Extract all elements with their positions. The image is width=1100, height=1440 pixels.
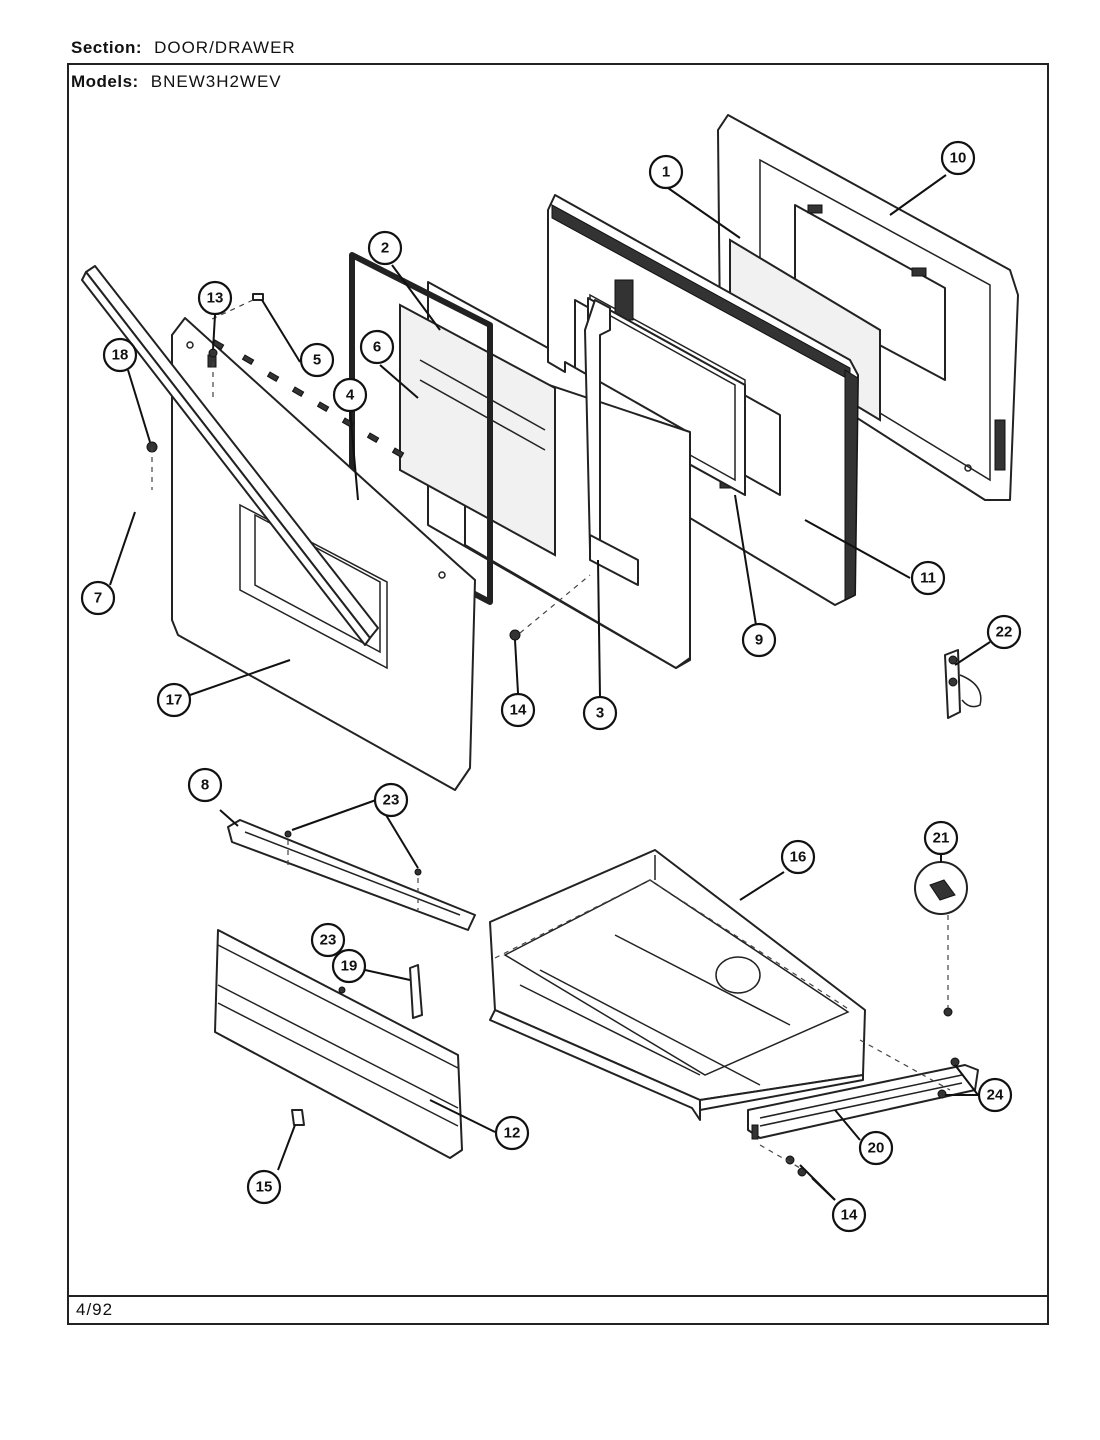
svg-text:17: 17 bbox=[166, 692, 183, 709]
section-heading: Section: DOOR/DRAWER bbox=[71, 38, 296, 58]
callout-17: 17 bbox=[156, 682, 192, 718]
callout-15: 15 bbox=[246, 1169, 282, 1205]
svg-text:3: 3 bbox=[596, 705, 604, 722]
svg-text:21: 21 bbox=[933, 830, 950, 847]
svg-text:23: 23 bbox=[320, 932, 337, 949]
svg-text:15: 15 bbox=[256, 1179, 273, 1196]
svg-text:23: 23 bbox=[383, 792, 400, 809]
upper-fasteners bbox=[146, 293, 591, 641]
callout-6: 6 bbox=[359, 329, 395, 365]
drawer-top-bracket bbox=[227, 819, 476, 931]
outer-glass bbox=[399, 303, 556, 557]
revision-date: 4/92 bbox=[76, 1300, 114, 1319]
callout-16: 16 bbox=[780, 839, 816, 875]
svg-text:1: 1 bbox=[662, 164, 670, 181]
callout-12: 12 bbox=[494, 1115, 530, 1151]
svg-text:24: 24 bbox=[987, 1087, 1004, 1104]
svg-text:16: 16 bbox=[790, 849, 807, 866]
svg-text:4: 4 bbox=[346, 387, 355, 404]
section-value: DOOR/DRAWER bbox=[154, 38, 296, 57]
outer-door-panel bbox=[171, 317, 476, 791]
callout-3: 3 bbox=[582, 695, 618, 731]
svg-text:11: 11 bbox=[920, 570, 936, 587]
callout-14b: 14 bbox=[831, 1197, 867, 1233]
drawer-body bbox=[489, 849, 866, 1121]
callout-21: 21 bbox=[923, 820, 959, 856]
models-label: Models: bbox=[71, 72, 139, 91]
callout-9: 9 bbox=[741, 622, 777, 658]
drawer-stop bbox=[291, 1109, 305, 1126]
callout-23: 23 bbox=[373, 782, 409, 818]
svg-text:6: 6 bbox=[373, 339, 381, 356]
svg-text:7: 7 bbox=[94, 590, 102, 607]
svg-text:18: 18 bbox=[112, 347, 129, 364]
callout-2: 2 bbox=[367, 230, 403, 266]
callout-8: 8 bbox=[187, 767, 223, 803]
drawer-clip bbox=[409, 964, 423, 1019]
diagram-frame bbox=[67, 63, 1049, 1325]
callout-4: 4 bbox=[332, 377, 368, 413]
callout-24: 24 bbox=[977, 1077, 1013, 1113]
callout-11: 11 bbox=[910, 560, 946, 596]
callout-20: 20 bbox=[858, 1130, 894, 1166]
svg-text:14: 14 bbox=[510, 702, 527, 719]
svg-text:2: 2 bbox=[381, 240, 389, 257]
svg-text:12: 12 bbox=[504, 1125, 521, 1142]
models-heading: Models: BNEW3H2WEV bbox=[71, 72, 282, 92]
svg-text:22: 22 bbox=[996, 624, 1013, 641]
leader-lines bbox=[109, 174, 991, 1201]
svg-text:8: 8 bbox=[201, 777, 209, 794]
callout-13: 13 bbox=[197, 280, 233, 316]
callout-1: 1 bbox=[648, 154, 684, 190]
drawer-guide-detail bbox=[914, 855, 968, 915]
svg-text:5: 5 bbox=[313, 352, 321, 369]
svg-text:10: 10 bbox=[950, 150, 967, 167]
callout-22: 22 bbox=[986, 614, 1022, 650]
callout-7: 7 bbox=[80, 580, 116, 616]
callout-18: 18 bbox=[102, 337, 138, 373]
footer-divider bbox=[67, 1295, 1049, 1297]
callout-10: 10 bbox=[940, 140, 976, 176]
drawer-front-panel bbox=[214, 929, 463, 1159]
svg-text:20: 20 bbox=[868, 1140, 885, 1157]
callout-19: 19 bbox=[331, 948, 367, 984]
models-value: BNEW3H2WEV bbox=[150, 72, 282, 91]
door-hinge bbox=[944, 649, 982, 719]
callout-14: 14 bbox=[500, 692, 536, 728]
callout-23b: 23 bbox=[310, 922, 346, 958]
svg-text:9: 9 bbox=[755, 632, 763, 649]
callout-5: 5 bbox=[299, 342, 335, 378]
section-label: Section: bbox=[71, 38, 143, 57]
door-handle bbox=[81, 265, 379, 646]
svg-text:19: 19 bbox=[341, 958, 358, 975]
svg-text:14: 14 bbox=[841, 1207, 858, 1224]
svg-text:13: 13 bbox=[207, 290, 224, 307]
